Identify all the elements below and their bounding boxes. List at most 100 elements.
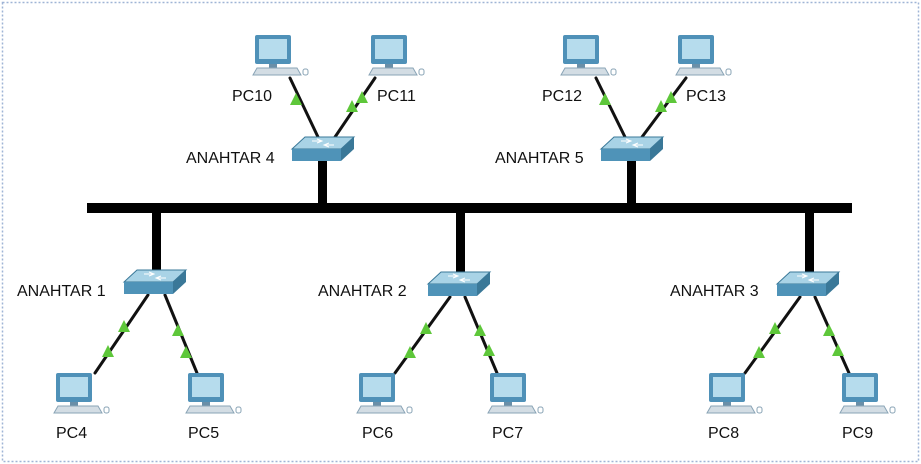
pc-screen xyxy=(192,377,220,397)
pc-mouse xyxy=(756,406,763,414)
switch-side xyxy=(173,270,186,294)
pc-screen xyxy=(713,377,741,397)
link-light-icon xyxy=(483,344,495,356)
backbone-bus xyxy=(87,203,852,213)
link-light-icon xyxy=(832,344,844,356)
pc-stand xyxy=(202,402,210,406)
link-light-icon xyxy=(420,322,432,334)
pc4-icon[interactable] xyxy=(53,373,110,414)
cables xyxy=(93,76,851,375)
pc-keyboard xyxy=(368,67,418,76)
link-light-icon xyxy=(753,346,765,358)
pc5-icon[interactable] xyxy=(185,373,242,414)
pc-keyboard xyxy=(252,67,302,76)
pc-mouse xyxy=(418,68,425,76)
cable-pc6 xyxy=(393,295,452,375)
switch-2-label: ANAHTAR 2 xyxy=(318,283,407,300)
pc-keyboard xyxy=(487,405,537,414)
switch-4-label: ANAHTAR 4 xyxy=(186,150,275,167)
link-light-icon xyxy=(769,322,781,334)
cable-pc12 xyxy=(594,76,627,139)
switch-1-icon[interactable] xyxy=(122,269,188,294)
pc6-label: PC6 xyxy=(362,425,393,442)
pc4-label: PC4 xyxy=(56,425,87,442)
link-light-icon xyxy=(180,346,192,358)
pc7-icon[interactable] xyxy=(487,373,544,414)
pc10-label: PC10 xyxy=(232,88,272,105)
switch-front xyxy=(777,284,826,296)
pc11-label: PC11 xyxy=(377,88,416,105)
link-light-icon xyxy=(290,93,302,105)
switch-arrows-icon xyxy=(312,138,334,148)
drop-switch-4 xyxy=(318,160,327,206)
switch-side xyxy=(650,137,663,161)
cable-pc10 xyxy=(288,76,320,139)
link-light-icon xyxy=(599,93,611,105)
drop-switch-5 xyxy=(627,160,636,206)
switch-arrows-icon xyxy=(621,138,643,148)
cable-pc4 xyxy=(93,293,150,375)
switch-5-icon[interactable] xyxy=(599,136,665,161)
pc-mouse xyxy=(235,406,242,414)
pc-screen xyxy=(60,377,88,397)
pc-screen xyxy=(567,39,595,59)
link-light-icon xyxy=(356,91,368,103)
link-light-icon xyxy=(102,345,114,357)
pc-keyboard xyxy=(53,405,103,414)
pc-mouse xyxy=(725,68,732,76)
switch-4-icon[interactable] xyxy=(290,136,356,161)
link-light-icon xyxy=(172,324,184,336)
pc9-label: PC9 xyxy=(842,425,873,442)
pc-stand xyxy=(856,402,864,406)
switch-3-label: ANAHTAR 3 xyxy=(670,283,759,300)
link-lights xyxy=(102,91,844,358)
switch-side xyxy=(826,272,839,296)
drop-switch-3 xyxy=(805,210,814,274)
pc11-icon[interactable] xyxy=(368,35,425,76)
switch-side xyxy=(477,272,490,296)
pc-screen xyxy=(363,377,391,397)
switch-front xyxy=(124,282,173,294)
pc-stand xyxy=(373,402,381,406)
switch-arrows-icon xyxy=(144,271,166,281)
link-light-icon xyxy=(665,91,677,103)
pc13-icon[interactable] xyxy=(675,35,732,76)
pc-stand xyxy=(577,64,585,68)
pc9-icon[interactable] xyxy=(839,373,896,414)
switch-2-icon[interactable] xyxy=(426,271,492,296)
pc12-icon[interactable] xyxy=(560,35,617,76)
pc-screen xyxy=(682,39,710,59)
pc8-label: PC8 xyxy=(708,425,739,442)
pc-screen xyxy=(494,377,522,397)
pc5-label: PC5 xyxy=(188,425,219,442)
switch-5-label: ANAHTAR 5 xyxy=(495,150,584,167)
pc-stand xyxy=(385,64,393,68)
pc-keyboard xyxy=(560,67,610,76)
pc-keyboard xyxy=(356,405,406,414)
pc-keyboard xyxy=(675,67,725,76)
link-light-icon xyxy=(474,324,486,336)
cable-pc8 xyxy=(743,295,802,375)
switch-arrows-icon xyxy=(797,273,819,283)
pc8-icon[interactable] xyxy=(706,373,763,414)
pc10-icon[interactable] xyxy=(252,35,309,76)
switch-3-icon[interactable] xyxy=(775,271,841,296)
link-light-icon xyxy=(346,100,358,112)
pc6-icon[interactable] xyxy=(356,373,413,414)
link-light-icon xyxy=(118,320,130,332)
pc-mouse xyxy=(406,406,413,414)
pc-keyboard xyxy=(706,405,756,414)
pc-mouse xyxy=(889,406,896,414)
link-light-icon xyxy=(404,346,416,358)
pc-stand xyxy=(70,402,78,406)
switch-front xyxy=(292,149,341,161)
pc-mouse xyxy=(302,68,309,76)
pc-mouse xyxy=(103,406,110,414)
pc13-label: PC13 xyxy=(686,88,726,105)
drop-switch-2 xyxy=(456,210,465,274)
pc-mouse xyxy=(537,406,544,414)
pc12-label: PC12 xyxy=(542,88,582,105)
pc-stand xyxy=(504,402,512,406)
link-light-icon xyxy=(823,324,835,336)
